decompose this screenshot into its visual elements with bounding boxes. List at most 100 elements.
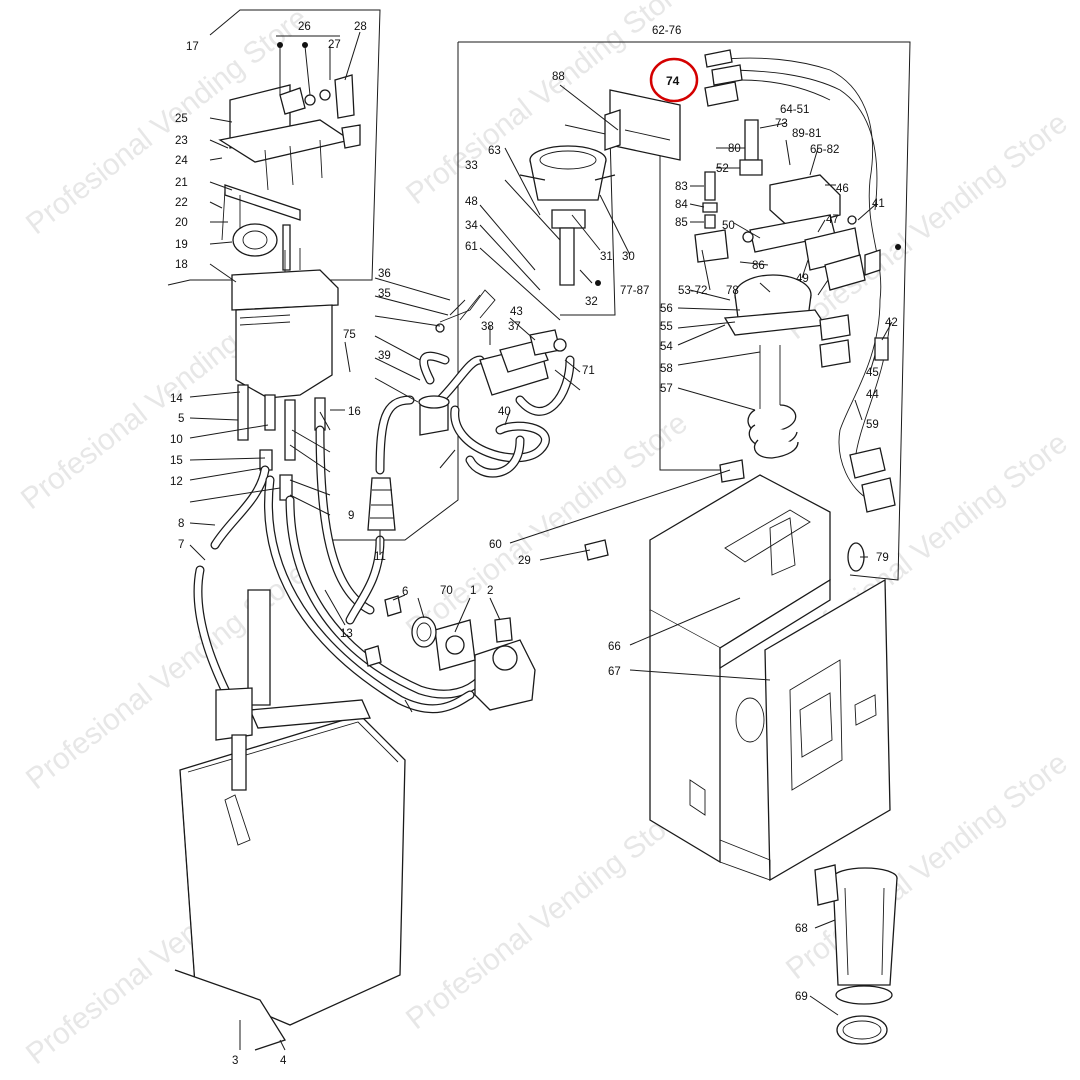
callout-14[interactable]: 14 [170,393,183,405]
callout-73[interactable]: 73 [775,118,788,130]
callout-10[interactable]: 10 [170,434,183,446]
callout-5[interactable]: 5 [178,413,184,425]
callout-11[interactable]: 11 [374,551,386,563]
callout-15[interactable]: 15 [170,455,183,467]
callout-7[interactable]: 7 [178,539,184,551]
callout-37[interactable]: 37 [508,321,521,333]
callout-38[interactable]: 38 [481,321,494,333]
sensor-stack [694,119,763,263]
group-label-77-87[interactable]: 77-87 [620,285,649,297]
group-label-89-81[interactable]: 89-81 [792,128,821,140]
callout-31[interactable]: 31 [600,251,613,263]
callout-60[interactable]: 60 [489,539,502,551]
callout-84[interactable]: 84 [675,199,688,211]
callout-36[interactable]: 36 [378,268,391,280]
tubing-network [193,351,575,714]
group-label-62-76[interactable]: 62-76 [652,25,681,37]
callout-22[interactable]: 22 [175,197,188,209]
group-label-17[interactable]: 17 [186,41,199,53]
callout-78[interactable]: 78 [726,285,739,297]
callout-49[interactable]: 49 [796,273,809,285]
callout-88[interactable]: 88 [552,71,565,83]
callout-18[interactable]: 18 [175,259,188,271]
callout-9[interactable]: 9 [348,510,354,522]
brew-chamber [519,145,616,286]
callout-59[interactable]: 59 [866,419,879,431]
callout-66[interactable]: 66 [608,641,621,653]
callout-30[interactable]: 30 [622,251,635,263]
callout-40[interactable]: 40 [498,406,511,418]
callout-46[interactable]: 46 [836,183,849,195]
terminal-connectors [819,249,889,368]
callout-32[interactable]: 32 [585,296,598,308]
chassis-front-panel [719,578,891,882]
callout-27[interactable]: 27 [328,39,341,51]
callout-63[interactable]: 63 [488,145,501,157]
callout-85[interactable]: 85 [675,217,688,229]
callout-26[interactable]: 26 [298,21,311,33]
callout-3[interactable]: 3 [232,1055,238,1067]
callout-33[interactable]: 33 [465,160,478,172]
callout-45[interactable]: 45 [866,367,879,379]
callout-4[interactable]: 4 [280,1055,287,1067]
callout-48[interactable]: 48 [465,196,478,208]
callout-80[interactable]: 80 [728,143,741,155]
callout-50[interactable]: 50 [722,220,735,232]
callout-24[interactable]: 24 [175,155,188,167]
callout-12[interactable]: 12 [170,476,183,488]
vibration-pump [474,617,536,711]
callout-55[interactable]: 55 [660,321,673,333]
callout-42[interactable]: 42 [885,317,898,329]
heater-element-boiler [723,274,827,459]
callout-28[interactable]: 28 [354,21,367,33]
callout-16[interactable]: 16 [348,406,361,418]
level-float-assembly [215,589,271,791]
callout-67[interactable]: 67 [608,666,621,678]
callout-54[interactable]: 54 [660,341,673,353]
callout-79[interactable]: 79 [876,552,889,564]
group-label-65-82[interactable]: 65-82 [810,144,839,156]
callout-29[interactable]: 29 [518,555,531,567]
callout-71[interactable]: 71 [582,365,595,377]
callout-39[interactable]: 39 [378,350,391,362]
callout-34[interactable]: 34 [465,220,478,232]
callout-6[interactable]: 6 [402,586,408,598]
callout-20[interactable]: 20 [175,217,188,229]
callout-25[interactable]: 25 [175,113,188,125]
clamps-6 [364,595,402,667]
callout-23[interactable]: 23 [175,135,188,147]
group-label-64-51[interactable]: 64-51 [780,104,809,116]
callout-70[interactable]: 70 [440,585,453,597]
callout-75[interactable]: 75 [343,329,356,341]
callout-58[interactable]: 58 [660,363,673,375]
callout-69[interactable]: 69 [795,991,808,1003]
bullet-dot [302,42,308,48]
callout-2[interactable]: 2 [487,585,493,597]
callout-35[interactable]: 35 [378,288,391,300]
callout-1[interactable]: 1 [470,585,476,597]
water-tank-reservoir [231,248,339,399]
thermostat-block [749,174,866,291]
callout-8[interactable]: 8 [178,518,184,530]
callout-74-highlighted[interactable]: 74 [666,74,680,88]
callout-86[interactable]: 86 [752,260,765,272]
air-break-39 [418,395,450,436]
callout-52[interactable]: 52 [716,163,729,175]
valve-fittings-column [237,384,326,501]
callout-61[interactable]: 61 [465,241,478,253]
callout-56[interactable]: 56 [660,303,673,315]
callout-13[interactable]: 13 [340,628,353,640]
callout-41[interactable]: 41 [872,198,885,210]
callout-43[interactable]: 43 [510,306,523,318]
callout-83[interactable]: 83 [675,181,688,193]
callout-19[interactable]: 19 [175,239,188,251]
callout-57[interactable]: 57 [660,383,673,395]
callout-47[interactable]: 47 [826,214,839,226]
callout-21[interactable]: 21 [175,177,188,189]
callout-68[interactable]: 68 [795,923,808,935]
callout-44[interactable]: 44 [866,389,879,401]
group-label-53-72[interactable]: 53-72 [678,285,707,297]
group-62-76-outline [458,41,911,581]
inline-filter [367,477,396,531]
